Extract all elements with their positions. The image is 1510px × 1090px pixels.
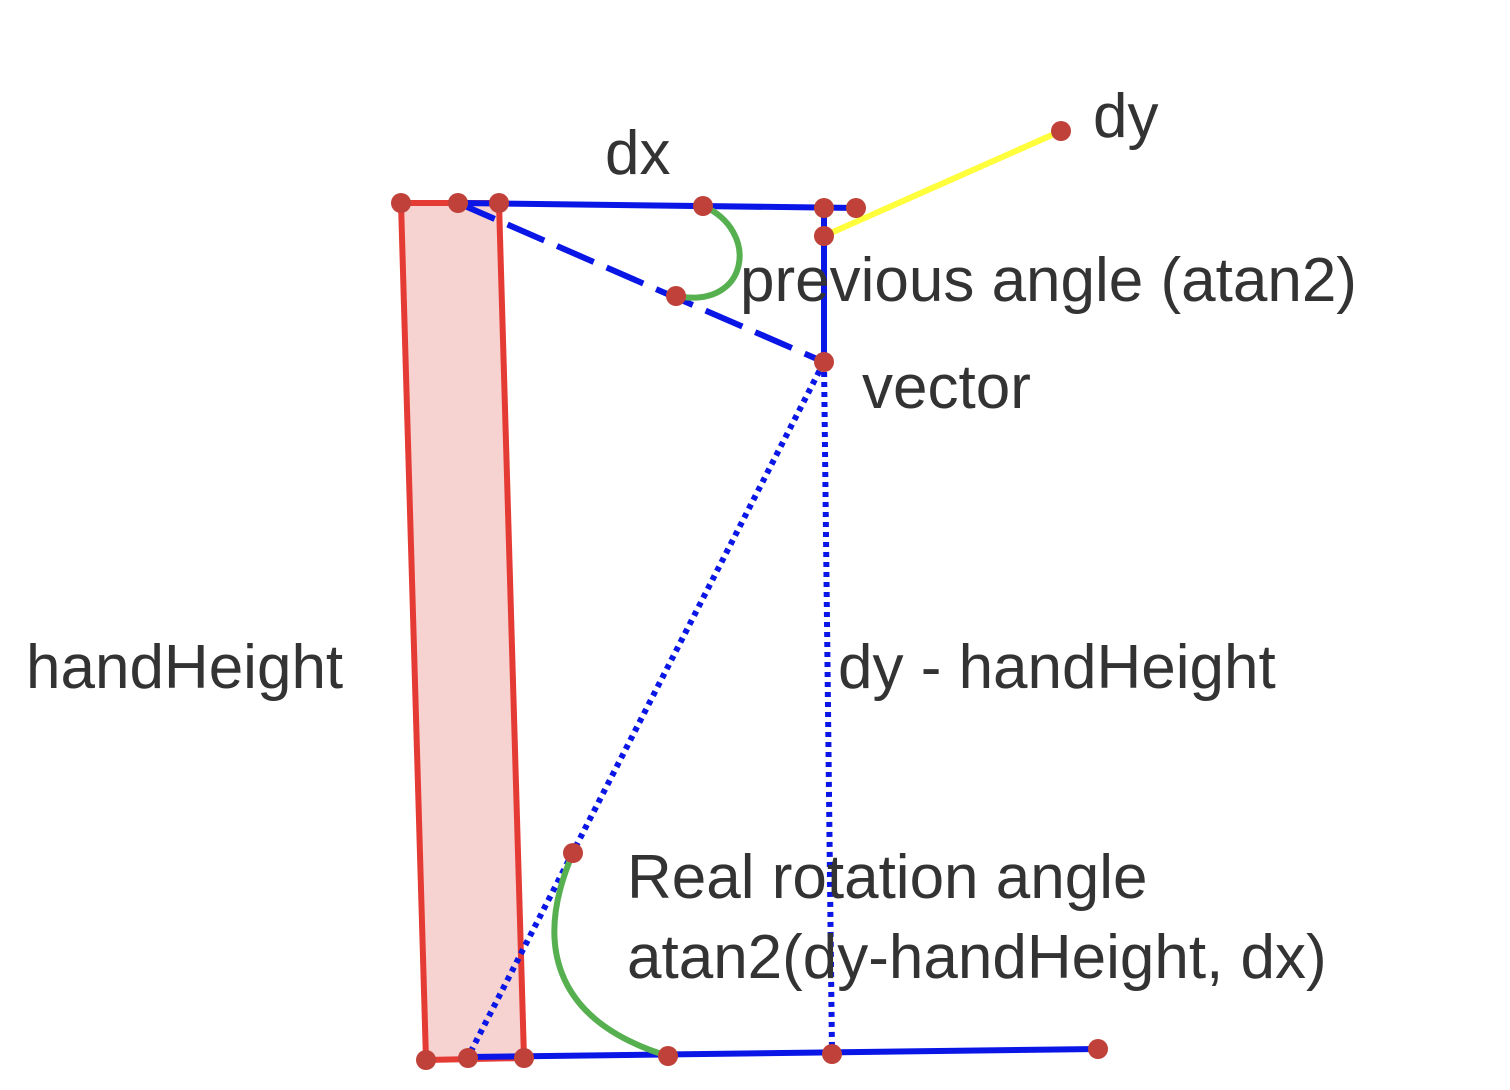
point[interactable]	[658, 1046, 678, 1066]
point[interactable]	[693, 196, 713, 216]
dx-label: dx	[605, 119, 670, 188]
previous-angle-arc	[675, 203, 743, 301]
hand-rectangle	[398, 200, 527, 1063]
dy-label: dy	[1093, 82, 1158, 151]
hand-height-label: handHeight	[26, 633, 343, 702]
previous-vector-dashed-line	[456, 200, 826, 365]
point[interactable]	[822, 1044, 842, 1064]
point[interactable]	[391, 193, 411, 213]
dy-line	[822, 128, 1063, 239]
real-rotation-angle-label: Real rotation angle	[627, 843, 1147, 912]
real-rotation-formula-label: atan2(dy-handHeight, dx)	[627, 923, 1327, 992]
point[interactable]	[814, 352, 834, 372]
real-vector-dotted-line	[465, 360, 827, 1059]
dy-minus-hand-height-label: dy - handHeight	[838, 633, 1276, 702]
dx-line	[457, 200, 859, 211]
real-rotation-angle-arc	[551, 851, 669, 1059]
point[interactable]	[814, 226, 834, 246]
point[interactable]	[458, 1048, 478, 1068]
point[interactable]	[514, 1048, 534, 1068]
vector-label: vector	[862, 353, 1031, 422]
point[interactable]	[448, 193, 468, 213]
point[interactable]	[489, 193, 509, 213]
point[interactable]	[814, 198, 834, 218]
previous-angle-label: previous angle (atan2)	[740, 246, 1357, 315]
point[interactable]	[416, 1050, 436, 1070]
point[interactable]	[846, 198, 866, 218]
point[interactable]	[1088, 1039, 1108, 1059]
bottom-line	[467, 1046, 1099, 1060]
point[interactable]	[1051, 121, 1071, 141]
point[interactable]	[563, 843, 583, 863]
point[interactable]	[666, 286, 686, 306]
control-points	[391, 121, 1108, 1070]
